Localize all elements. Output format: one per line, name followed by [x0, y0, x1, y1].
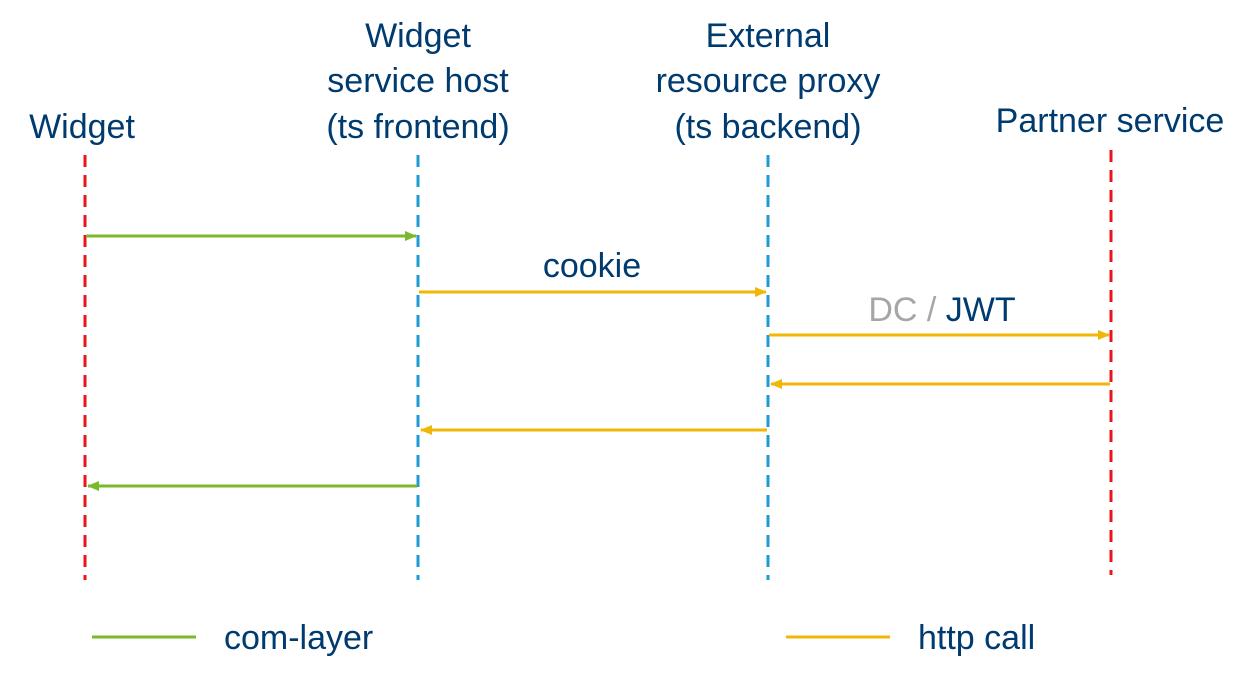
participant-external-resource-proxy-line-2: resource proxy: [656, 62, 881, 100]
participant-partner-service-label: Partner service: [996, 102, 1225, 140]
participant-external-resource-proxy-line-1: External: [706, 17, 831, 55]
message-label-dc-jwt: DC / JWT: [868, 291, 1015, 329]
participant-widget: Widget: [29, 108, 135, 146]
legend: com-layer http call: [92, 619, 1035, 657]
participant-external-resource-proxy-line-3: (ts backend): [674, 108, 861, 146]
participant-widget-label: Widget: [29, 108, 135, 146]
message-label-dc: DC: [868, 291, 917, 329]
participant-external-resource-proxy: External resource proxy (ts backend): [656, 17, 881, 146]
legend-com-layer-label: com-layer: [224, 619, 373, 657]
message-label-separator: /: [917, 291, 945, 329]
participant-widget-service-host: Widget service host (ts frontend): [326, 17, 509, 146]
message-label-jwt: JWT: [946, 291, 1016, 329]
participant-widget-service-host-line-3: (ts frontend): [326, 108, 509, 146]
message-label-cookie: cookie: [543, 247, 641, 285]
participant-widget-service-host-line-2: service host: [327, 62, 509, 100]
participant-partner-service: Partner service: [996, 102, 1225, 140]
legend-http-call-label: http call: [918, 619, 1035, 657]
participant-widget-service-host-line-1: Widget: [365, 17, 471, 55]
